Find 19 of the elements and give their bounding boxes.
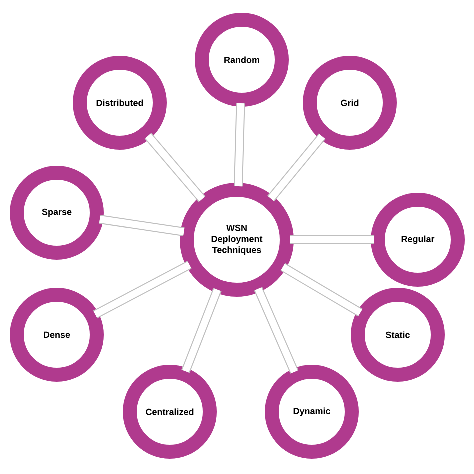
connector <box>93 260 192 319</box>
circle-node: Sparse <box>10 166 104 260</box>
connector <box>144 133 206 202</box>
connector <box>280 263 363 317</box>
circle-node: Random <box>195 13 289 107</box>
connector <box>290 236 374 244</box>
circle-node: Dynamic <box>265 365 359 459</box>
connector <box>182 288 222 374</box>
circle-node: Regular <box>371 193 465 287</box>
connector <box>234 103 246 187</box>
connector <box>268 134 326 202</box>
circle-node: WSN Deployment Techniques <box>180 183 294 297</box>
circle-node: Distributed <box>73 56 167 150</box>
circle-node: Static <box>351 288 445 382</box>
circle-node: Grid <box>303 56 397 150</box>
circle-node: Centralized <box>123 365 217 459</box>
connector <box>99 215 185 237</box>
connector <box>254 287 299 374</box>
circle-node: Dense <box>10 288 104 382</box>
